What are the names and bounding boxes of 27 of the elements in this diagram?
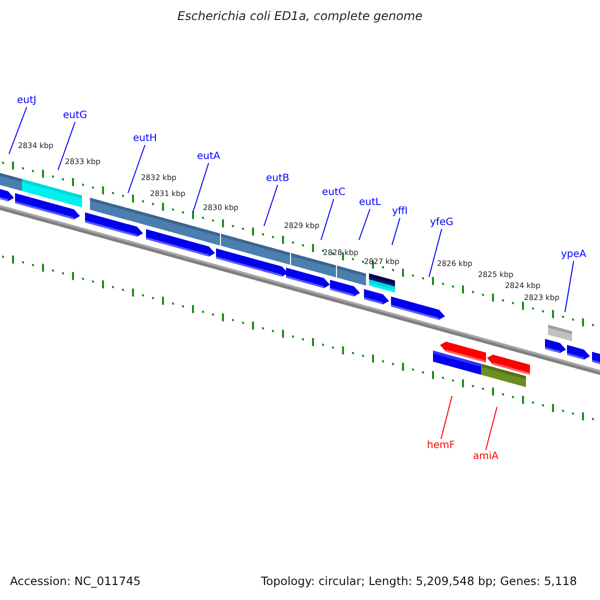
leader-line (564, 260, 574, 312)
leader-line (485, 406, 498, 450)
leader-line (58, 122, 76, 170)
gene-label: eutA (197, 151, 220, 162)
leader-line (392, 218, 400, 246)
leader-line (264, 184, 278, 226)
gene-label: amiA (473, 451, 498, 462)
leader-line (440, 396, 452, 440)
gene-label: eutH (133, 133, 157, 144)
gene-label: ypeA (561, 249, 586, 260)
gene-label: eutL (359, 197, 381, 208)
leader-line (128, 144, 146, 194)
genome-summary-text: Topology: circular; Length: 5,209,548 bp; Genes: 5,118 (261, 575, 577, 588)
leader-line (8, 106, 28, 154)
title: Escherichia coli ED1a, complete genome (176, 10, 424, 24)
gene-label: yffI (392, 206, 408, 217)
gene-label: eutJ (17, 95, 36, 106)
leader-line (358, 208, 370, 240)
leader-line (428, 228, 442, 278)
gene-label: eutC (322, 187, 346, 198)
gene-label: eutB (266, 173, 290, 184)
gene-label: eutG (63, 110, 88, 121)
accession-text: Accession: NC_011745 (10, 575, 141, 588)
leader-line (192, 162, 210, 212)
gene-label: hemF (427, 440, 455, 451)
gene-label: yfeG (430, 217, 454, 228)
leader-line (320, 198, 334, 240)
